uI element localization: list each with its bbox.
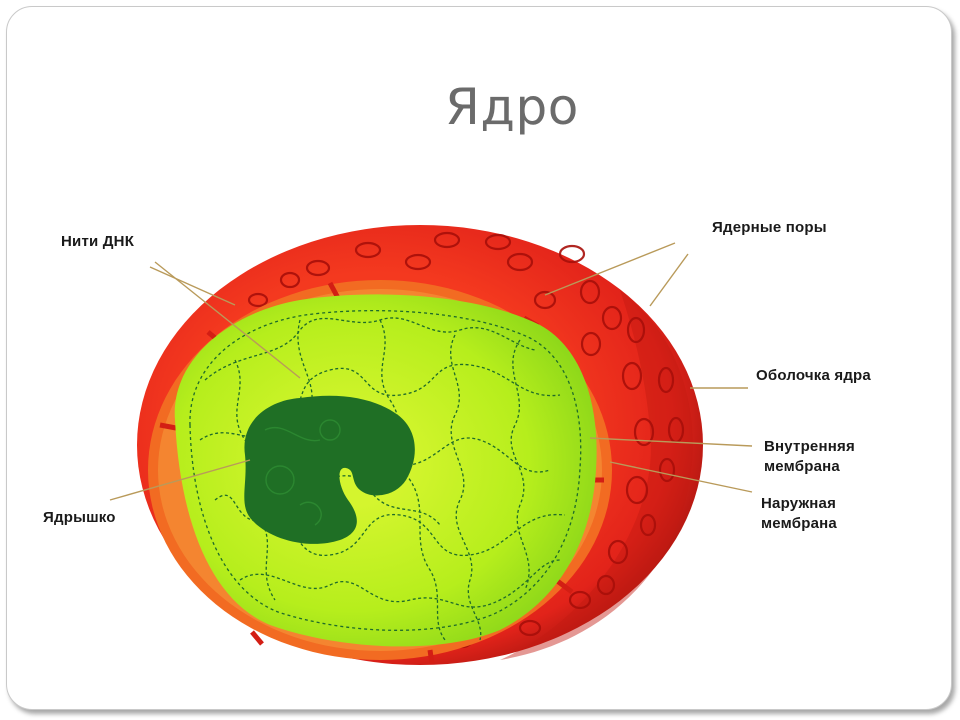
label-dna-threads: Нити ДНК (61, 233, 135, 250)
leader-lines (109, 242, 753, 501)
leader-pores-2 (649, 253, 689, 307)
label-outer-membrane-line1: Наружная (761, 495, 837, 512)
leader-dna-2 (149, 266, 236, 306)
nucleolus-texture (264, 419, 341, 526)
leader-nucleolus (109, 459, 251, 501)
label-inner-membrane-line2: мембрана (764, 458, 840, 475)
slide-title: Ядро (445, 78, 579, 136)
leader-inner (589, 437, 753, 447)
label-outer-membrane-line2: мембрана (761, 515, 837, 532)
label-nucleolus: Ядрышко (43, 509, 116, 526)
dna-threads (199, 317, 566, 641)
nuclear-pores (247, 231, 685, 649)
nucleolus (244, 395, 415, 544)
leader-pores-1 (544, 242, 676, 296)
leader-dna-1 (154, 261, 301, 379)
label-inner-membrane-line1: Внутренняя (764, 438, 855, 455)
leader-outer (609, 461, 753, 493)
label-nuclear-envelope: Оболочка ядра (756, 367, 871, 384)
envelope-shadow (500, 290, 693, 660)
inner-boundary (189, 310, 582, 631)
label-nuclear-pores: Ядерные поры (712, 219, 827, 236)
